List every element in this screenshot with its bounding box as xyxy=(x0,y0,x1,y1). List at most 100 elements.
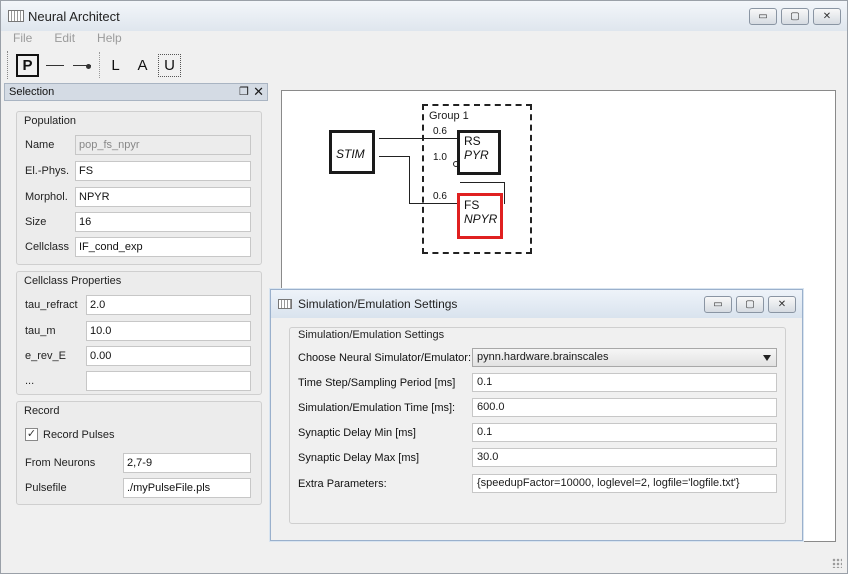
menu-edit[interactable]: Edit xyxy=(54,31,76,45)
settings-group: Simulation/Emulation Settings Choose Neu… xyxy=(289,327,786,524)
group-1-label: Group 1 xyxy=(429,110,469,122)
weight-stim-fs: 0.6 xyxy=(433,191,447,202)
extra-params-field[interactable]: {speedupFactor=10000, loglevel=2, logfil… xyxy=(472,474,777,493)
settings-dialog: Simulation/Emulation Settings ▭ ▢ ✕ Simu… xyxy=(270,289,803,541)
record-pulses-checkbox[interactable]: ✓ xyxy=(25,428,38,441)
dock-title: Selection xyxy=(9,86,55,98)
connection-stim-fs-seg3[interactable] xyxy=(409,203,459,204)
tau-m-field[interactable]: 10.0 xyxy=(86,321,251,341)
timestep-label: Time Step/Sampling Period [ms] xyxy=(298,377,456,389)
connection-line-icon xyxy=(72,64,91,66)
line-connection-tool-button[interactable] xyxy=(43,54,66,77)
from-neurons-label: From Neurons xyxy=(25,457,96,469)
connection-stim-rs[interactable] xyxy=(379,138,459,139)
dialog-title-bar[interactable]: Simulation/Emulation Settings ▭ ▢ ✕ xyxy=(271,290,802,318)
connection-stim-fs-seg2[interactable] xyxy=(409,156,410,203)
stim-node[interactable]: STIM xyxy=(329,130,375,174)
more-params-label: ... xyxy=(25,375,35,387)
close-button[interactable]: ✕ xyxy=(813,8,841,25)
cellclass-properties-group: Cellclass Properties tau_refract 2.0 tau… xyxy=(16,271,262,395)
tau-refract-label: tau_refract xyxy=(25,299,78,311)
tau-m-label: tau_m xyxy=(25,325,56,337)
elphys-label: El.-Phys. xyxy=(25,165,70,177)
simtime-field[interactable]: 600.0 xyxy=(472,398,777,417)
stim-node-label: STIM xyxy=(336,147,365,161)
arrow-connection-tool-button[interactable] xyxy=(70,54,93,77)
chevron-down-icon xyxy=(763,355,771,361)
toolbar-grip[interactable] xyxy=(7,51,11,79)
population-tool-button[interactable]: P xyxy=(16,53,39,77)
delay-max-label: Synaptic Delay Max [ms] xyxy=(298,452,420,464)
minimize-button[interactable]: ▭ xyxy=(749,8,777,25)
maximize-button[interactable]: ▢ xyxy=(781,8,809,25)
size-label: Size xyxy=(25,216,47,228)
selection-dock: Selection ❐ ✕ Population Name pop_fs_npy… xyxy=(4,83,268,573)
simtime-label: Simulation/Emulation Time [ms]: xyxy=(298,402,456,414)
menu-help[interactable]: Help xyxy=(97,31,122,45)
toolbar-separator xyxy=(99,52,100,78)
title-bar[interactable]: Neural Architect ▭ ▢ ✕ xyxy=(1,1,847,31)
delay-min-field[interactable]: 0.1 xyxy=(472,423,777,442)
fs-node-subtitle: NPYR xyxy=(464,212,498,226)
delay-max-field[interactable]: 30.0 xyxy=(472,448,777,467)
window-resize-grip[interactable] xyxy=(832,558,842,568)
size-field[interactable]: 16 xyxy=(75,212,251,232)
toolbar: P L A U xyxy=(7,49,185,81)
connection-fs-rs-seg1[interactable] xyxy=(504,182,505,204)
fs-npyr-node[interactable]: FS NPYR xyxy=(457,193,503,239)
app-icon xyxy=(8,10,24,22)
fs-node-title: FS xyxy=(464,198,480,212)
rs-pyr-node[interactable]: RS PYR xyxy=(457,130,501,175)
name-field: pop_fs_npyr xyxy=(75,135,251,155)
simulator-label: Choose Neural Simulator/Emulator: xyxy=(298,352,472,364)
record-group-title: Record xyxy=(24,405,60,417)
dialog-maximize-button[interactable]: ▢ xyxy=(736,296,764,313)
e-rev-e-field[interactable]: 0.00 xyxy=(86,346,251,366)
connection-head-icon xyxy=(86,63,91,69)
dialog-app-icon xyxy=(278,299,292,309)
menu-file[interactable]: File xyxy=(13,31,33,45)
connection-fs-rs-seg2[interactable] xyxy=(460,182,505,183)
simulator-selected-value: pynn.hardware.brainscales xyxy=(477,351,609,363)
pulsefile-field[interactable]: ./myPulseFile.pls xyxy=(123,478,251,498)
population-group: Population Name pop_fs_npyr El.-Phys. FS… xyxy=(16,111,262,265)
rs-node-subtitle: PYR xyxy=(464,148,489,162)
unit-tool-button[interactable]: U xyxy=(158,53,181,77)
record-pulses-label: Record Pulses xyxy=(43,429,115,441)
assembly-tool-button[interactable]: A xyxy=(137,56,148,74)
dialog-close-button[interactable]: ✕ xyxy=(768,296,796,313)
dialog-minimize-button[interactable]: ▭ xyxy=(704,296,732,313)
extra-params-label: Extra Parameters: xyxy=(298,478,387,490)
simulator-select[interactable]: pynn.hardware.brainscales xyxy=(472,348,777,367)
menu-bar: File Edit Help xyxy=(1,31,847,47)
rs-node-title: RS xyxy=(464,134,481,148)
tau-refract-field[interactable]: 2.0 xyxy=(86,295,251,315)
morphol-label: Morphol. xyxy=(25,191,68,203)
dock-header[interactable]: Selection ❐ ✕ xyxy=(4,83,268,101)
elphys-field[interactable]: FS xyxy=(75,161,251,181)
dialog-title: Simulation/Emulation Settings xyxy=(298,297,458,311)
timestep-field[interactable]: 0.1 xyxy=(472,373,777,392)
record-group: Record ✓ Record Pulses From Neurons 2,7-… xyxy=(16,401,262,505)
pulsefile-label: Pulsefile xyxy=(25,482,67,494)
morphol-field[interactable]: NPYR xyxy=(75,187,251,207)
close-dock-icon[interactable]: ✕ xyxy=(253,84,264,99)
more-params-field[interactable] xyxy=(86,371,251,391)
cellclass-label: Cellclass xyxy=(25,241,70,253)
settings-group-title: Simulation/Emulation Settings xyxy=(298,329,445,341)
layer-tool-button[interactable]: L xyxy=(111,56,120,74)
group-1-box[interactable] xyxy=(422,104,532,254)
weight-stim-rs: 0.6 xyxy=(433,126,447,137)
line-icon xyxy=(45,64,64,66)
name-label: Name xyxy=(25,139,55,151)
e-rev-e-label: e_rev_E xyxy=(25,350,66,362)
float-dock-icon[interactable]: ❐ xyxy=(239,86,249,98)
population-group-title: Population xyxy=(24,115,76,127)
connection-stim-fs-seg1[interactable] xyxy=(379,156,409,157)
delay-min-label: Synaptic Delay Min [ms] xyxy=(298,427,416,439)
cellclass-field[interactable]: IF_cond_exp xyxy=(75,237,251,257)
window-title: Neural Architect xyxy=(28,9,120,24)
weight-fs-rs: 1.0 xyxy=(433,152,447,163)
from-neurons-field[interactable]: 2,7-9 xyxy=(123,453,251,473)
cellclass-properties-title: Cellclass Properties xyxy=(24,275,122,287)
